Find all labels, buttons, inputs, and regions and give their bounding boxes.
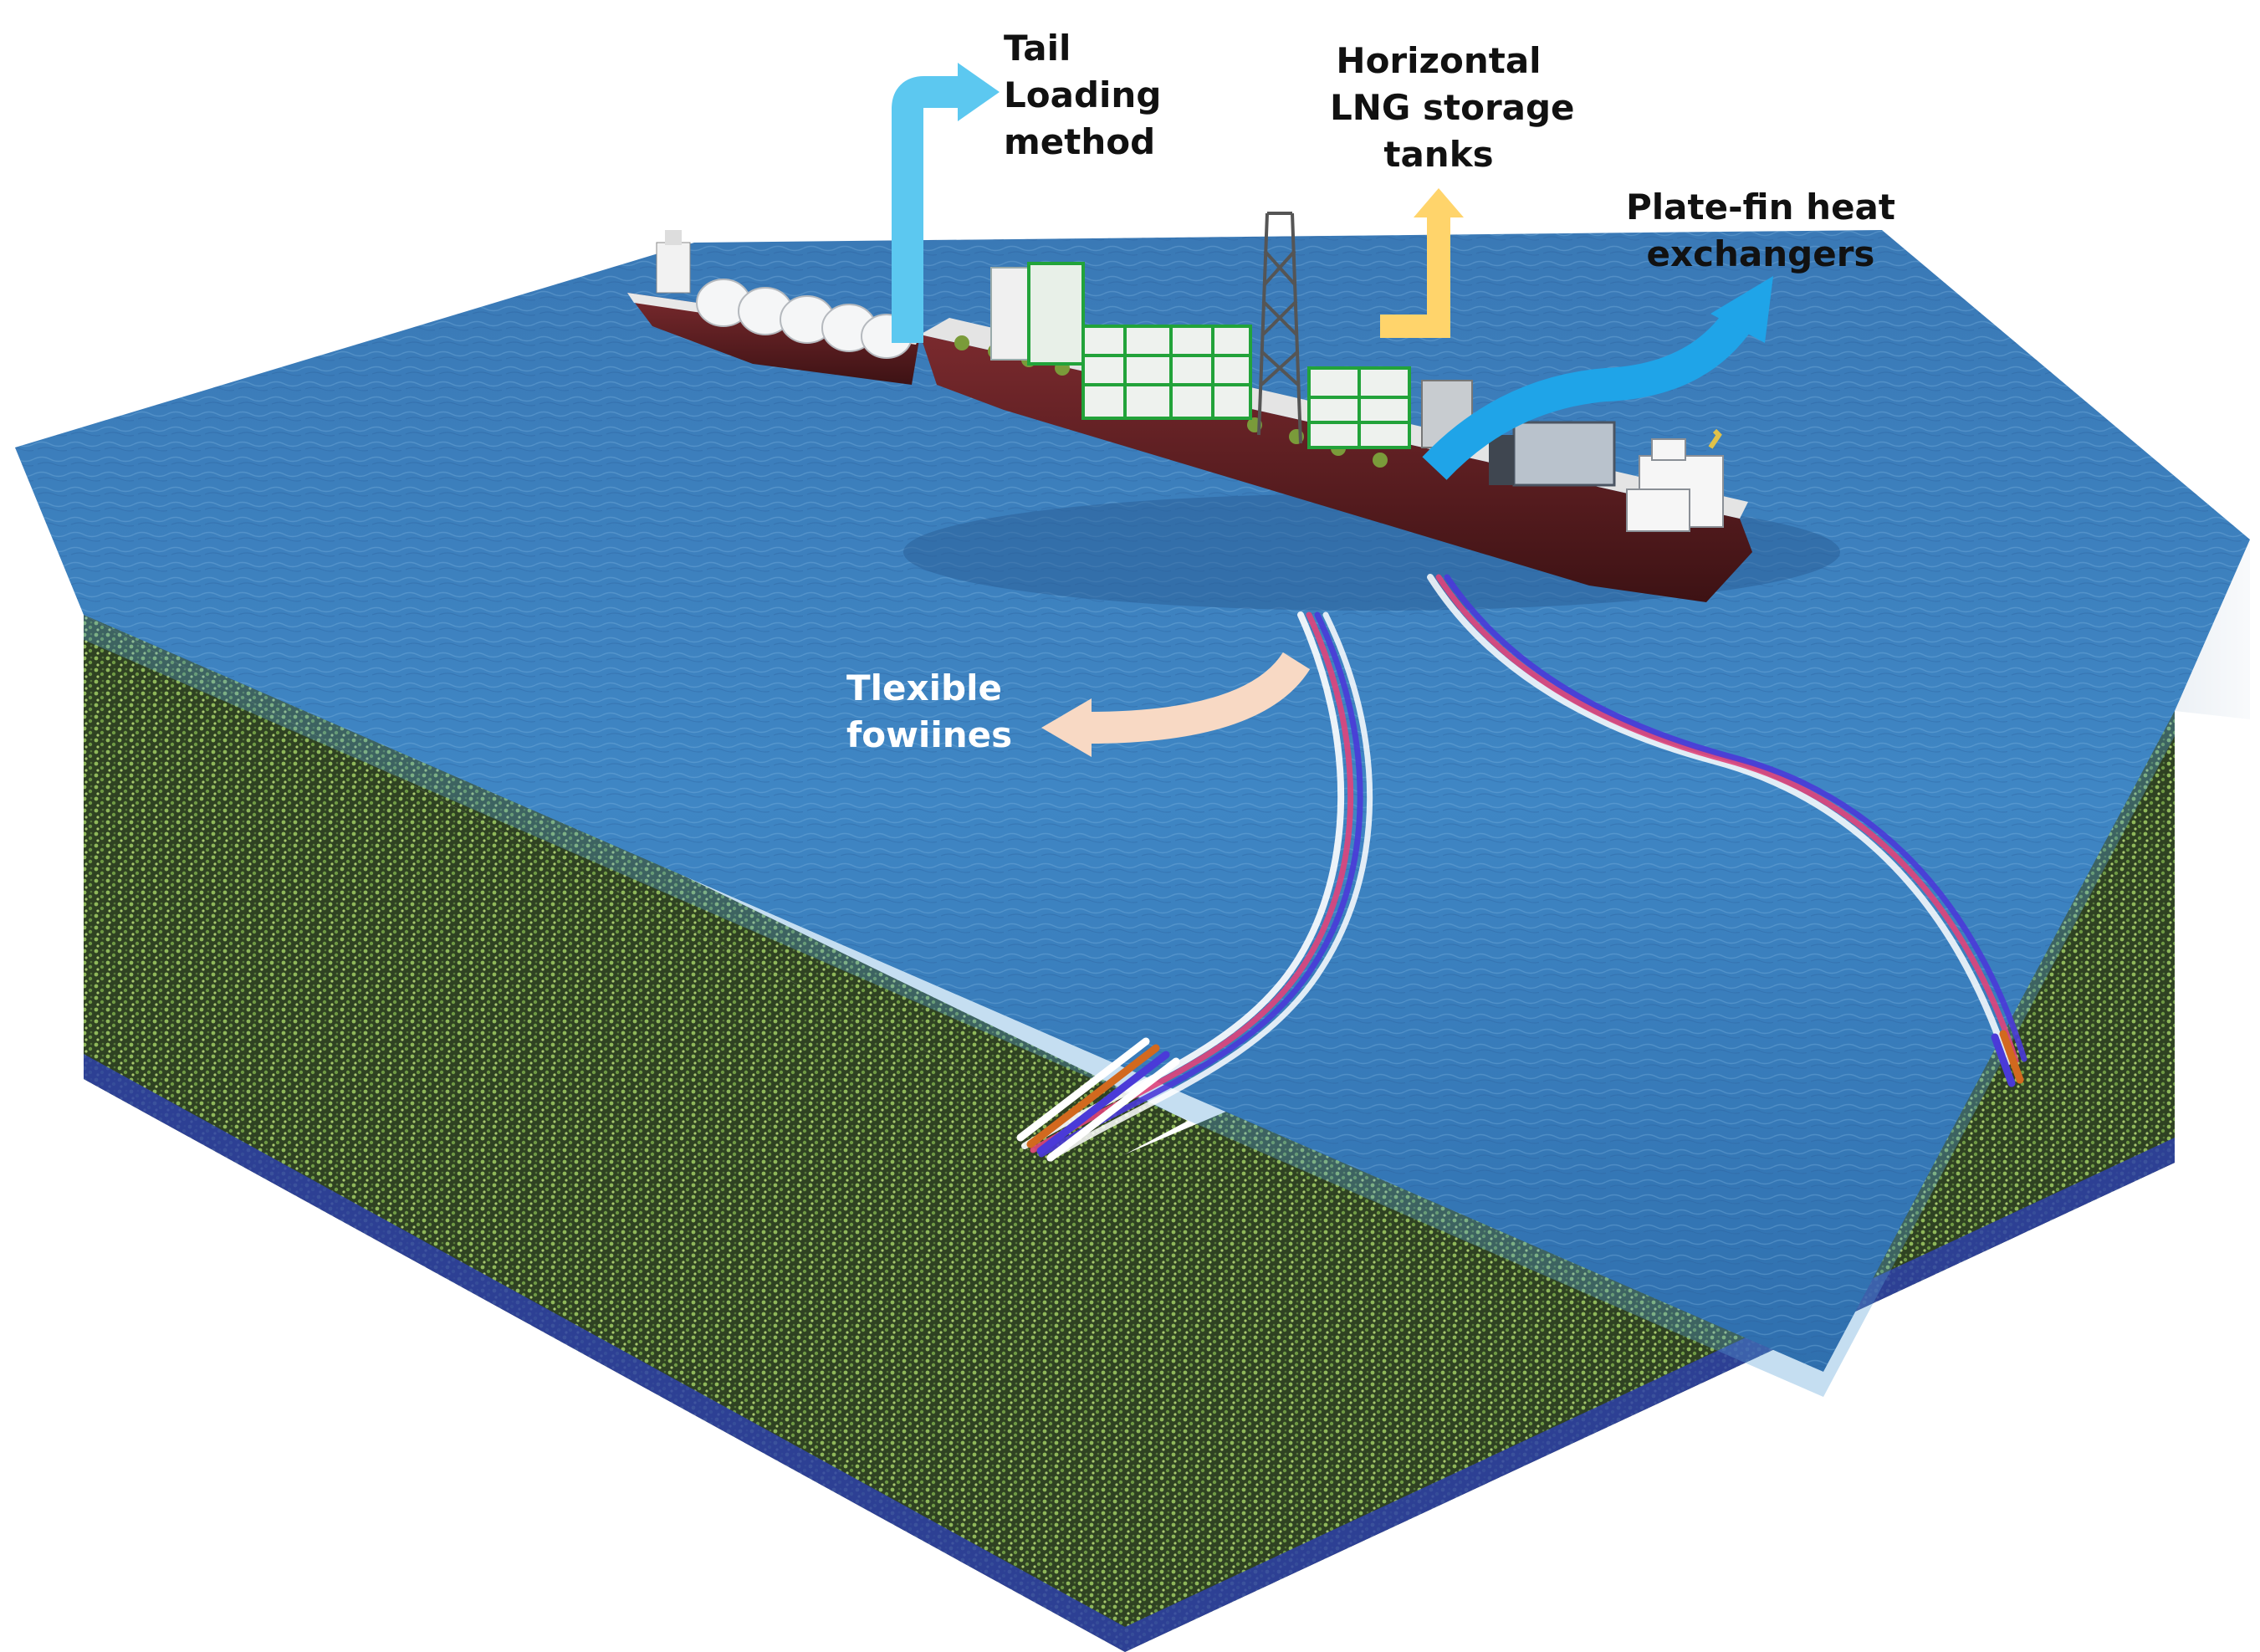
heat-exchanger-arrowhead: [1710, 276, 1773, 343]
lng-tanks-line-1: Horizontal: [1336, 40, 1542, 81]
seabed-base-left: [84, 1054, 1125, 1652]
seabed-top-left: [84, 611, 1188, 1154]
derrick: [1257, 212, 1302, 444]
lng-tanks-arrow: [1380, 213, 1450, 338]
tail-loading-label: Tail Loading method: [1004, 25, 1161, 166]
carrier-bridge: [656, 242, 691, 294]
tail-loading-arrow: [892, 76, 962, 343]
flowlines-arrow: [1087, 652, 1311, 744]
lng-tanks-arrowhead: [1414, 188, 1464, 217]
flowlines-label: Tlexible fowiines: [846, 665, 1012, 759]
flowlines-line-2: fowiines: [846, 714, 1013, 755]
heat-exchanger-arrow: [1422, 308, 1754, 480]
second-process-module: [1307, 366, 1411, 449]
flowlines-line-1: Tlexible: [846, 667, 1002, 708]
lng-tanks-line-2: LNG storage: [1330, 87, 1575, 128]
module-tower-green: [1027, 262, 1085, 366]
tail-loading-line-2: Loading: [1004, 74, 1162, 115]
tail-loading-line-3: method: [1004, 121, 1156, 162]
heat-exchangers-line-1: Plate-fin heat: [1626, 187, 1895, 228]
seabed-base-right: [1125, 1138, 2175, 1652]
flowlines-arrowhead: [1041, 698, 1092, 757]
heat-exchangers-line-2: exchangers: [1646, 233, 1875, 274]
accommodation-block: [1626, 438, 1724, 532]
seabed-front-left: [84, 615, 1125, 1652]
heat-exchanger-unit: [1512, 421, 1616, 487]
pipe-ends-right: [1991, 1030, 2024, 1087]
tail-loading-arrowhead: [958, 63, 1000, 121]
fpso-vessel: [920, 212, 1752, 602]
lng-tanks-label: Horizontal LNG storage tanks: [1330, 38, 1575, 178]
tail-loading-line-1: Tail: [1004, 28, 1071, 69]
flare-tower: [1708, 428, 1722, 449]
pipe-ends-left: [1016, 1037, 1180, 1162]
lng-carrier: [627, 230, 920, 385]
lng-tanks-line-3: tanks: [1383, 134, 1494, 175]
flowlines-right: [1427, 574, 2027, 1066]
green-process-module: [1081, 325, 1252, 420]
heat-exchangers-label: Plate-fin heat exchangers: [1623, 184, 1899, 278]
